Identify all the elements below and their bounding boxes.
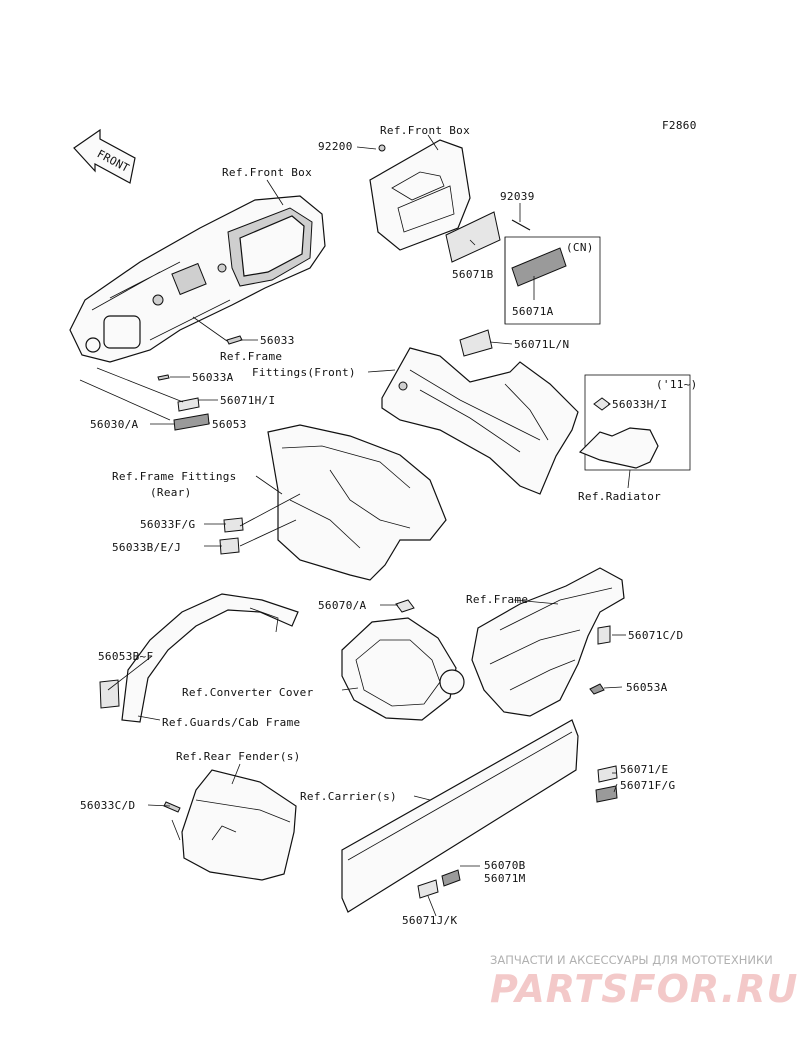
label-92039: 92039: [500, 190, 535, 203]
pin-56033A: [157, 374, 170, 381]
label-56071B: 56071B: [452, 268, 494, 281]
label-ref-converter-cover: Ref.Converter Cover: [182, 686, 314, 699]
label-56071CD: 56071C/D: [628, 629, 683, 642]
decal-56053: [173, 413, 210, 431]
decal-56033B: [219, 537, 240, 555]
label-56071FG: 56071F/G: [620, 779, 675, 792]
rear-fender-part: [181, 769, 297, 881]
front-box-lid-part: [369, 139, 471, 251]
label-ref-front-box-left: Ref.Front Box: [222, 166, 312, 179]
label-56033: 56033: [260, 334, 295, 347]
radiator-box: [584, 374, 691, 471]
label-ref-frame-fittings-rear-1: Ref.Frame Fittings: [112, 470, 237, 483]
label-56053: 56053: [212, 418, 247, 431]
label-56033HI: 56033H/I: [612, 398, 667, 411]
decal-56053A: [589, 683, 605, 695]
converter-cover-part: [341, 617, 465, 721]
label-cn: (CN): [566, 241, 594, 254]
decal-56071J: [417, 879, 439, 899]
label-ref-frame-fittings-rear-2: (Rear): [150, 486, 192, 499]
label-ref-carrier: Ref.Carrier(s): [300, 790, 397, 803]
front-direction-arrow: FRONT: [73, 128, 136, 184]
label-56053A: 56053A: [626, 681, 668, 694]
label-56033A: 56033A: [192, 371, 234, 384]
decal-56071H: [177, 397, 200, 412]
label-ref-frame-fittings-front-1: Ref.Frame: [220, 350, 282, 363]
label-56030A: 56030/A: [90, 418, 139, 431]
pin-92039: [511, 219, 531, 231]
watermark-brand: PARTSFOR.RU: [490, 967, 798, 1011]
label-ref-rear-fender: Ref.Rear Fender(s): [176, 750, 301, 763]
label-56071E: 56071/E: [620, 763, 668, 776]
label-56033FG: 56033F/G: [140, 518, 195, 531]
frame-part: [471, 567, 625, 717]
label-ref-frame-fittings-front-2: Fittings(Front): [252, 366, 356, 379]
frame-fittings-rear-part: [267, 424, 447, 581]
decal-56053B: [99, 679, 120, 709]
label-56033CD: 56033C/D: [80, 799, 135, 812]
frame-fittings-front-part: [381, 347, 579, 495]
radiator-bracket-part: [578, 427, 659, 469]
watermark-tagline: ЗАПЧАСТИ И АКСЕССУАРЫ ДЛЯ МОТОТЕХНИКИ: [490, 953, 773, 967]
pin-56033: [226, 335, 243, 345]
guards-cab-frame-part: [121, 593, 299, 723]
decal-56071L: [459, 329, 493, 357]
figure-code: F2860: [662, 119, 697, 132]
label-56070A: 56070/A: [318, 599, 367, 612]
label-ref-guards-cab-frame: Ref.Guards/Cab Frame: [162, 716, 300, 729]
dashboard-part: [69, 195, 326, 363]
label-ref-frame: Ref.Frame: [466, 593, 528, 606]
leader-lines: [79, 134, 631, 917]
label-92200: 92200: [318, 140, 353, 153]
decal-56071E: [597, 765, 618, 783]
decal-56033H: [593, 397, 611, 411]
decal-56071A: [511, 247, 567, 287]
label-56070B: 56070B: [484, 859, 526, 872]
decal-56071C: [597, 625, 611, 645]
decal-56033F: [223, 517, 244, 533]
label-56071JK: 56071J/K: [402, 914, 457, 927]
decal-56071B: [445, 211, 501, 263]
decal-56070B: [441, 869, 461, 887]
label-56033BEJ: 56033B/E/J: [112, 541, 181, 554]
label-ref-front-box-top: Ref.Front Box: [380, 124, 470, 137]
label-year-11: ('11~): [656, 378, 698, 391]
label-56071A: 56071A: [512, 305, 554, 318]
carrier-part: [341, 719, 579, 913]
pin-56033C: [163, 801, 181, 813]
label-56071HI: 56071H/I: [220, 394, 275, 407]
decal-56070: [395, 599, 415, 613]
label-56071LN: 56071L/N: [514, 338, 569, 351]
label-56053BF: 56053B~F: [98, 650, 153, 663]
label-ref-radiator: Ref.Radiator: [578, 490, 661, 503]
decal-56071F: [595, 785, 618, 803]
label-56071M: 56071M: [484, 872, 526, 885]
